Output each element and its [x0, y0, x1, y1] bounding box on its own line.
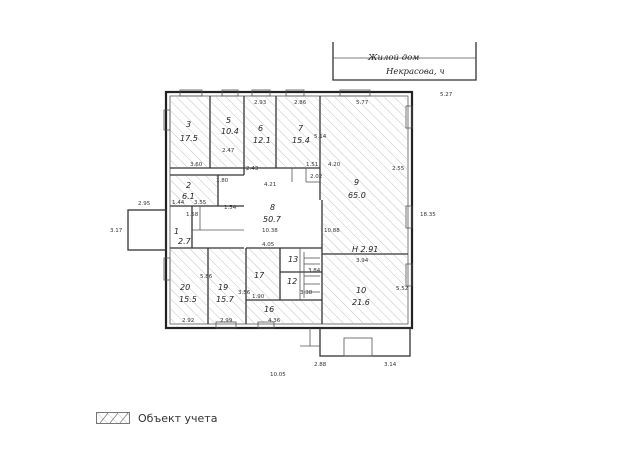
legend-label: Объект учета	[138, 411, 218, 425]
dim-d3: 4.21	[264, 182, 276, 188]
dim-d25: 1.44	[172, 200, 185, 206]
dim-d18: 2.95	[138, 201, 151, 207]
dim-top-b: 2.86	[294, 100, 307, 106]
room-19-number: 19	[218, 283, 228, 292]
room-19-area: 15.7	[216, 295, 235, 304]
room-1-number: 1	[174, 227, 179, 236]
dim-d32: 3.56	[238, 290, 251, 296]
room-20-number: 20	[180, 283, 190, 292]
dim-d33: 3.38	[300, 290, 313, 296]
neighbor-building: Жилой дом Некрасова, ч	[332, 42, 477, 81]
room-3-area: 17.5	[180, 134, 198, 143]
room-labels: 3 17.5 5 10.4 6 12.1 7 15.4 9 65.0 2 6.1…	[174, 116, 378, 314]
dim-d5: 1.80	[216, 178, 229, 184]
dim-d16: 1.90	[252, 294, 265, 300]
room-5-number: 5	[226, 116, 231, 125]
dim-d12: 3.94	[356, 258, 369, 264]
legend-hatch-swatch	[96, 412, 130, 424]
dim-d26: 3.55	[194, 200, 207, 206]
room-9-number: 9	[354, 178, 359, 187]
room-13-number: 12	[287, 277, 297, 286]
dim-d17: 4.36	[268, 318, 281, 324]
dim-d28: 5.14	[314, 134, 327, 140]
room-10-area: 21.6	[352, 298, 370, 307]
dim-d11: 4.05	[262, 242, 275, 248]
room-7-number: 7	[298, 124, 304, 133]
room-6-number: 6	[258, 124, 263, 133]
windows	[163, 89, 413, 329]
room-8-number: 8	[270, 203, 275, 212]
dim-d14: 2.92	[182, 318, 194, 324]
dim-d2: 3.60	[190, 162, 203, 168]
dim-d19: 3.17	[110, 228, 123, 234]
dim-d9: 4.20	[328, 162, 341, 168]
room-10-number: 10	[356, 286, 366, 295]
dim-d1: 2.47	[222, 148, 235, 154]
height-label: H 2.91	[352, 245, 378, 254]
room-17-number: 17	[254, 271, 265, 280]
dim-d10: 10.38	[262, 228, 278, 234]
dim-d21: 10.05	[270, 372, 286, 378]
dim-top-c: 5.77	[356, 100, 369, 106]
dim-d13: 5.52	[396, 286, 408, 292]
dim-d15: 2.99	[220, 318, 233, 324]
room-2-area: 6.1	[182, 192, 195, 201]
room-6-area: 12.1	[253, 136, 271, 145]
dim-d30: 2.55	[392, 166, 405, 172]
stairs	[303, 252, 320, 298]
room-8-area: 50.7	[263, 215, 282, 224]
dim-d7: 2.02	[310, 174, 322, 180]
hatched-areas	[171, 97, 407, 323]
room-7-area: 15.4	[292, 136, 310, 145]
dim-top-right: 5.27	[440, 92, 453, 98]
dim-top-a: 2.93	[254, 100, 267, 106]
room-2-number: 2	[186, 181, 191, 190]
neighbor-line1: Жилой дом	[367, 53, 419, 63]
dim-d6: 1.51	[306, 162, 318, 168]
room-9-area: 65.0	[348, 191, 366, 200]
dimension-labels: 5.27 2.93 2.86 5.77 2.47 3.60 4.21 2.43 …	[110, 92, 453, 378]
room-12-number: 13	[288, 255, 298, 264]
dim-d27: 1.58	[186, 212, 199, 218]
dim-d29: 3.84	[308, 268, 321, 274]
room-3-number: 3	[186, 120, 191, 129]
legend: Объект учета	[96, 410, 217, 426]
dim-d4: 2.43	[246, 166, 259, 172]
dim-d31: 5.86	[200, 274, 213, 280]
dim-d23: 3.14	[384, 362, 397, 368]
room-1-area: 2.7	[178, 237, 192, 246]
dim-d24: 10.88	[324, 228, 340, 234]
dim-d22: 2.88	[314, 362, 327, 368]
room-5-area: 10.4	[221, 127, 239, 136]
room-16-number: 16	[264, 305, 274, 314]
neighbor-line2: Некрасова, ч	[385, 67, 445, 77]
room-20-area: 15.5	[179, 295, 197, 304]
dim-d8: 1.54	[224, 205, 237, 211]
dim-d20: 18.35	[420, 212, 436, 218]
